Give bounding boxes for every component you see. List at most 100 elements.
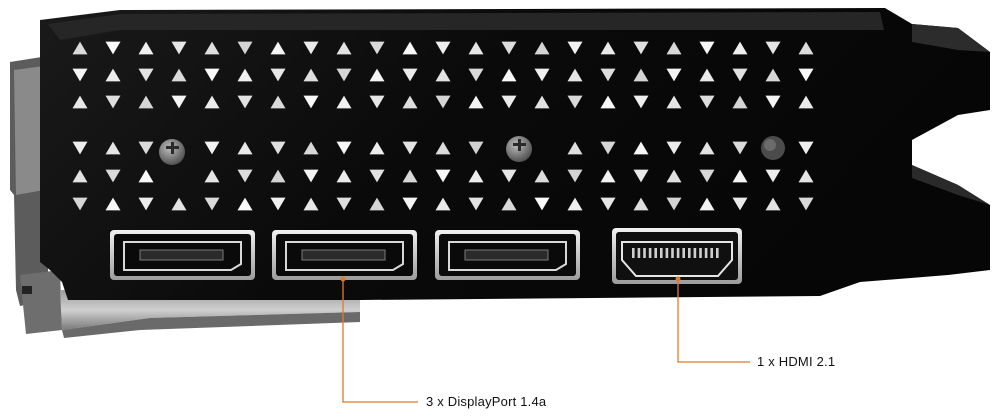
vent-hole [369,41,385,55]
vent-hole [732,95,748,109]
vent-hole [633,141,649,155]
vent-hole [666,41,682,55]
vent-hole [798,41,814,55]
vent-hole [798,169,814,183]
vent-hole [600,68,616,82]
vent-hole [534,197,550,211]
vent-hole [501,197,517,211]
vent-hole [765,95,781,109]
vent-hole [435,68,451,82]
vent-hole [105,95,121,109]
vent-hole [666,197,682,211]
vent-hole [303,197,319,211]
vent-hole [105,41,121,55]
vent-hole [369,169,385,183]
vent-hole [501,41,517,55]
vent-hole [402,41,418,55]
vent-hole [600,197,616,211]
vent-hole [435,197,451,211]
vent-hole [204,68,220,82]
vent-hole [171,95,187,109]
vent-hole [567,197,583,211]
card-body-edge [10,56,62,334]
vent-hole [699,41,715,55]
vent-hole [567,95,583,109]
vent-hole [699,95,715,109]
vent-hole [237,141,253,155]
vent-hole [336,68,352,82]
vent-hole [633,68,649,82]
vent-hole [468,197,484,211]
vent-hole [72,41,88,55]
vent-hole [204,41,220,55]
vent-hole [303,141,319,155]
vent-hole [72,197,88,211]
vent-hole [402,68,418,82]
vent-hole [567,41,583,55]
vent-hole [633,41,649,55]
screw-icon [506,136,532,162]
displayport-connector [272,230,417,280]
vent-hole [765,41,781,55]
vent-hole [501,95,517,109]
vent-hole [72,68,88,82]
vent-hole [369,197,385,211]
vent-hole [468,141,484,155]
vent-hole [204,95,220,109]
vent-hole [501,169,517,183]
vent-hole [237,41,253,55]
vent-hole [666,169,682,183]
vent-hole [501,68,517,82]
vent-hole [237,68,253,82]
vent-hole [204,169,220,183]
vent-hole [270,41,286,55]
vent-hole [765,169,781,183]
vent-hole [699,169,715,183]
vent-hole [303,169,319,183]
vent-hole [798,95,814,109]
vent-hole [402,169,418,183]
vent-hole [765,68,781,82]
vent-hole [633,197,649,211]
vent-hole [699,197,715,211]
vent-hole [138,141,154,155]
vent-hole [369,95,385,109]
vent-hole [798,68,814,82]
displayport-connector [110,230,255,280]
displayport-leader-line [340,276,418,403]
screw-icon [159,139,185,165]
vent-hole [270,68,286,82]
vent-hole [402,197,418,211]
vent-hole [138,169,154,183]
vent-hole [204,197,220,211]
vent-hole [171,41,187,55]
vent-hole [435,95,451,109]
vent-hole [237,169,253,183]
vent-hole [105,169,121,183]
vent-hole [567,169,583,183]
displayport-callout-label: 3 x DisplayPort 1.4a [426,394,547,409]
vent-hole [72,141,88,155]
vent-hole [336,197,352,211]
vent-hole [765,197,781,211]
vent-hole [204,141,220,155]
vent-hole [336,95,352,109]
vent-hole [567,68,583,82]
vent-hole [468,95,484,109]
vent-hole [732,141,748,155]
vent-hole [732,197,748,211]
vent-hole [138,41,154,55]
vent-hole [666,95,682,109]
vent-hole [468,169,484,183]
vent-hole [303,68,319,82]
vent-hole [138,68,154,82]
vent-hole [534,68,550,82]
vent-hole [402,95,418,109]
vent-hole [435,141,451,155]
vent-hole [369,141,385,155]
vent-hole [237,197,253,211]
vent-hole [336,41,352,55]
hdmi-leader-line [675,276,750,363]
vent-hole [303,95,319,109]
